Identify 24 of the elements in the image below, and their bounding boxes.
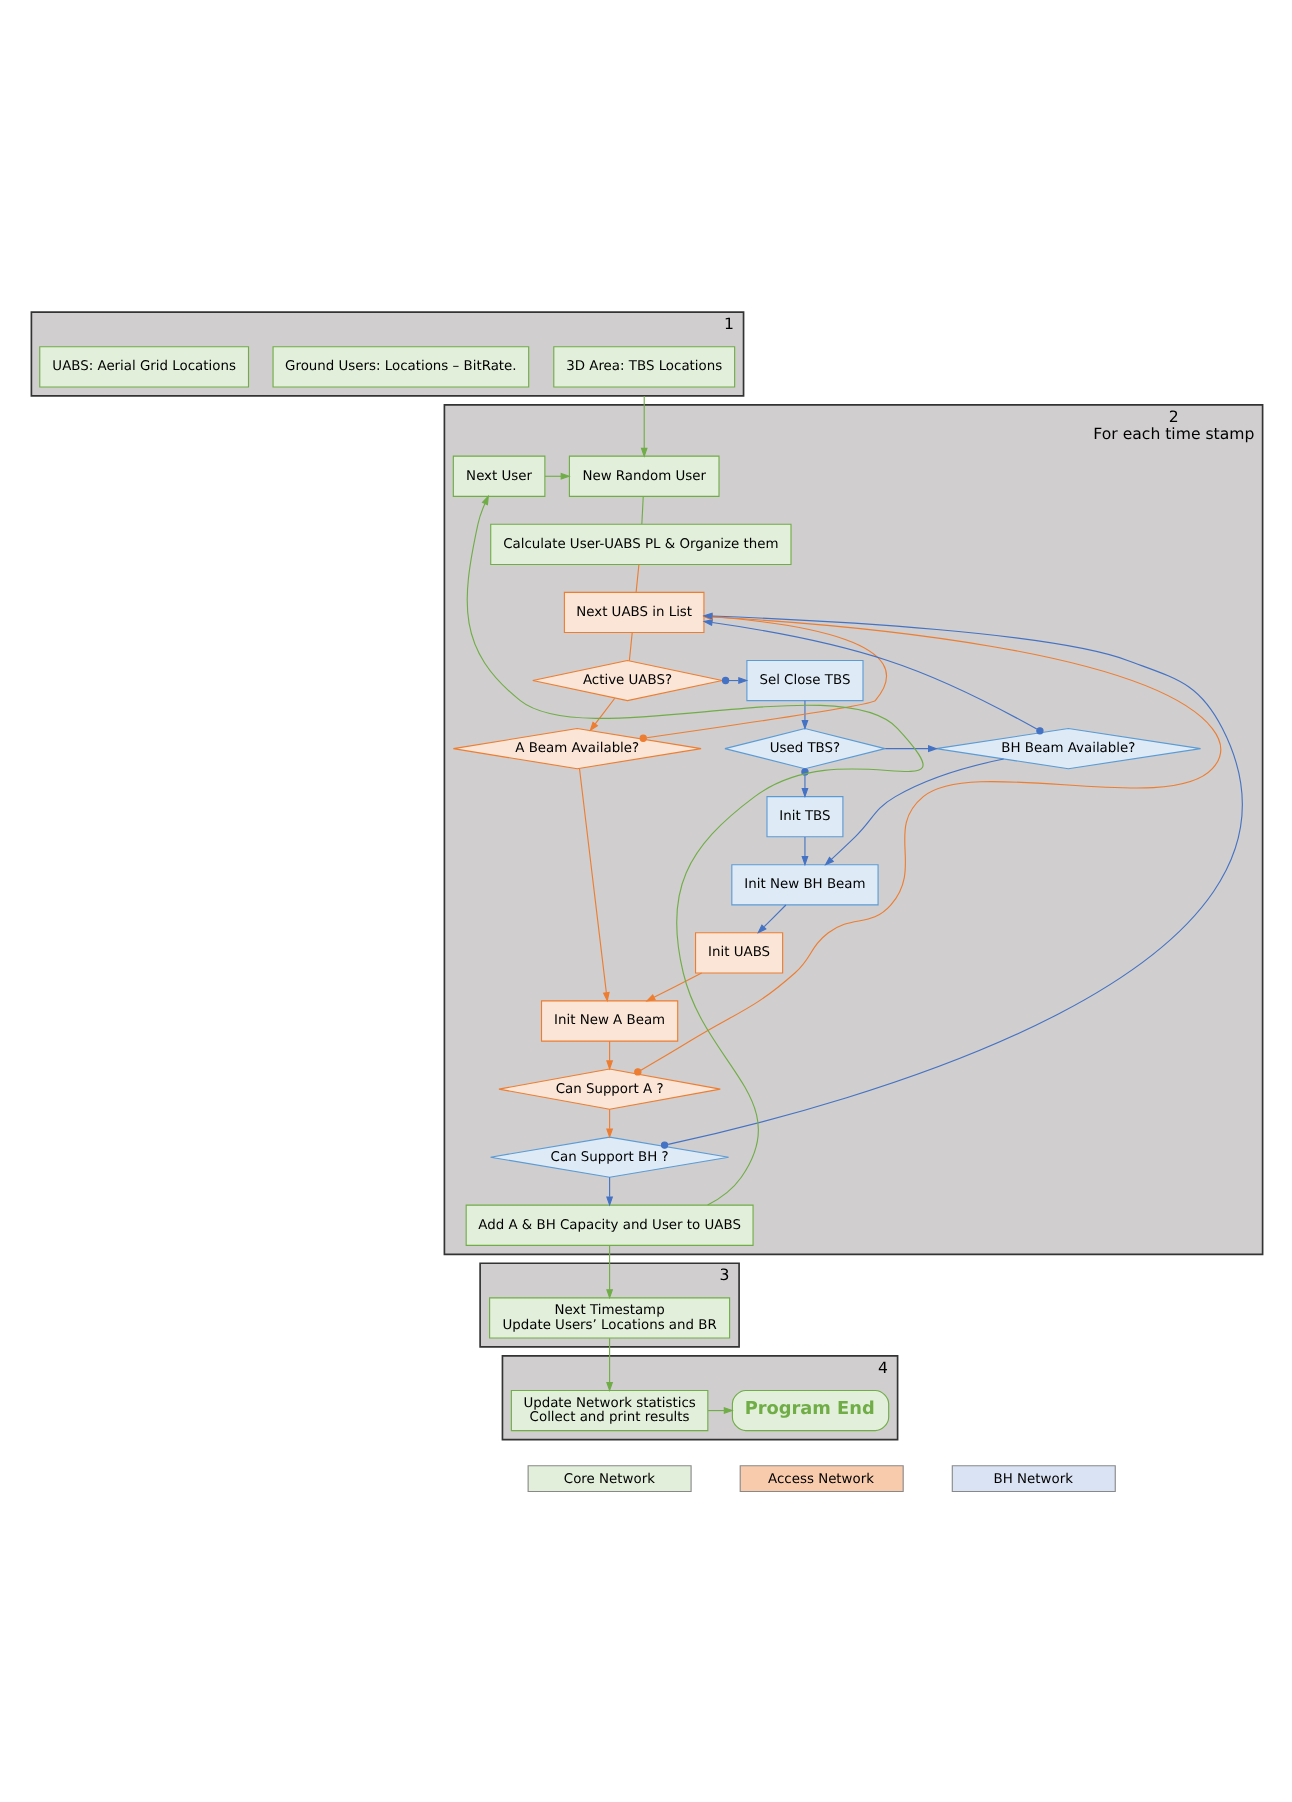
arrow — [638, 613, 887, 742]
arrow — [577, 768, 609, 1003]
connector — [634, 563, 639, 593]
arrow — [605, 1108, 613, 1139]
node-box: Program End — [730, 1389, 889, 1432]
arrow — [605, 1337, 613, 1392]
arrow — [633, 613, 1221, 1076]
arrow — [644, 972, 702, 1002]
arrow — [800, 836, 808, 867]
arrow — [701, 619, 1043, 735]
arrow — [605, 1040, 613, 1071]
arrow — [823, 758, 1004, 866]
connector — [627, 632, 632, 662]
arrow — [605, 1245, 613, 1300]
connector — [640, 495, 643, 525]
arrow — [659, 612, 1241, 1149]
arrow — [800, 700, 808, 730]
arrow — [800, 768, 808, 799]
arrow — [883, 745, 938, 753]
arrow — [605, 1176, 613, 1207]
arrow — [639, 395, 647, 458]
arrow — [588, 697, 615, 732]
arrow — [756, 904, 786, 934]
arrow — [465, 494, 923, 1206]
